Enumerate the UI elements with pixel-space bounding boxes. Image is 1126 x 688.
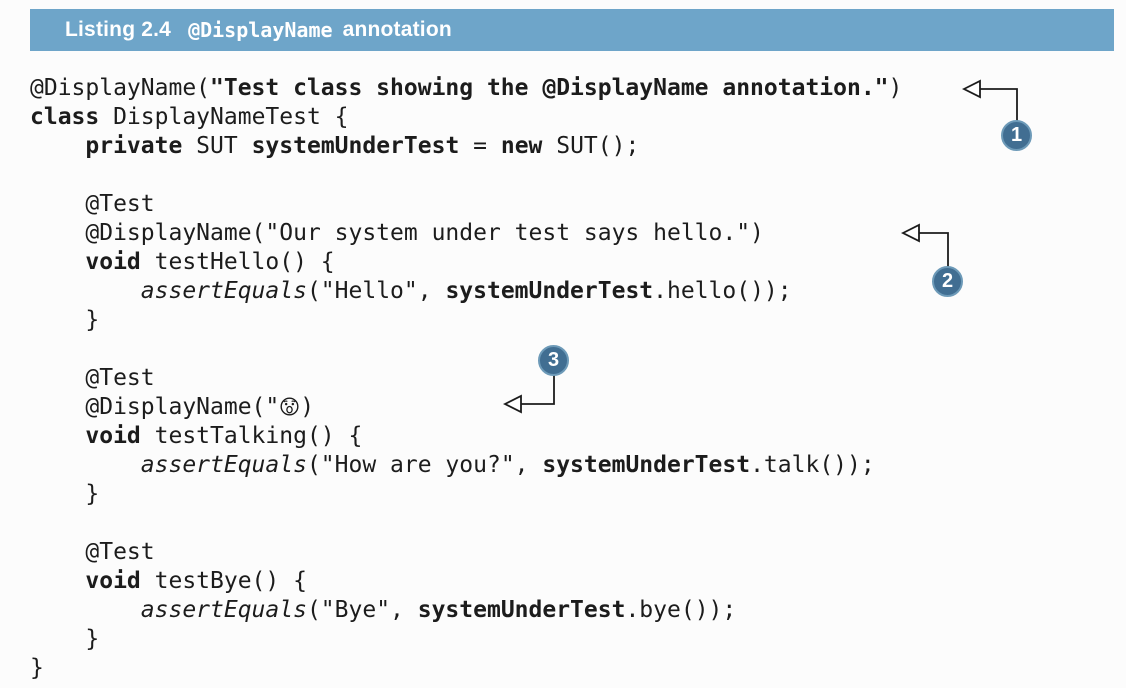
code-text: @Test [30, 191, 155, 217]
code-text: ) [888, 75, 903, 101]
code-text: = [459, 133, 501, 159]
code-line: } [30, 306, 902, 335]
code-text: ) [300, 394, 315, 420]
code-text: assertEquals [140, 278, 307, 304]
code-text: ("Hello", [306, 278, 446, 304]
code-text: } [30, 626, 100, 652]
code-text: @Test [30, 539, 155, 565]
code-line: @Test [30, 190, 902, 219]
code-text [30, 133, 85, 159]
code-text: assertEquals [140, 452, 307, 478]
code-line [30, 335, 902, 364]
code-text: DisplayNameTest { [99, 104, 349, 130]
code-text [30, 249, 85, 275]
code-line: @DisplayName("Test class showing the @Di… [30, 74, 902, 103]
callout-badge-3: 3 [538, 345, 569, 376]
code-text: SUT(); [542, 133, 640, 159]
code-text: assertEquals [140, 597, 307, 623]
code-line: @DisplayName(") [30, 393, 902, 422]
code-text: new [500, 133, 543, 159]
code-line: void testBye() { [30, 567, 902, 596]
screaming-face-emoji [279, 393, 300, 422]
code-text: systemUnderTest [417, 597, 626, 623]
code-text: void [85, 423, 141, 449]
callout-2-arrow [900, 223, 949, 267]
code-line [30, 161, 902, 190]
code-text: ("Bye", [306, 597, 418, 623]
listing-number-label: Listing 2.4 [65, 18, 172, 41]
code-line: void testTalking() { [30, 422, 902, 451]
code-text: testHello() { [140, 249, 335, 275]
code-text [30, 423, 85, 449]
listing-title-suffix: annotation [342, 18, 452, 41]
code-line: class DisplayNameTest { [30, 103, 902, 132]
code-text: systemUnderTest [542, 452, 751, 478]
code-text: } [30, 481, 100, 507]
code-text: systemUnderTest [445, 278, 654, 304]
listing-title-code-term: @DisplayName [188, 18, 333, 42]
code-text: .talk()); [750, 452, 875, 478]
code-line: @DisplayName("Our system under test says… [30, 219, 902, 248]
code-text: @DisplayName("Our system under test says… [30, 220, 764, 246]
code-line: assertEquals("How are you?", systemUnder… [30, 451, 902, 480]
code-text: private [85, 133, 183, 159]
code-text: class [30, 104, 100, 130]
code-line: assertEquals("Hello", systemUnderTest.he… [30, 277, 902, 306]
code-text: .hello()); [653, 278, 792, 304]
code-text: SUT [182, 133, 252, 159]
code-text: @DisplayName(" [30, 394, 280, 420]
code-text: void [85, 249, 141, 275]
code-text: "Test class showing the @DisplayName ann… [210, 75, 889, 101]
code-text: .bye()); [625, 597, 737, 623]
code-text: ("How are you?", [306, 452, 543, 478]
code-text: systemUnderTest [251, 133, 460, 159]
code-text: } [30, 307, 100, 333]
code-text: testTalking() { [140, 423, 363, 449]
code-line: } [30, 625, 902, 654]
code-line: @Test [30, 538, 902, 567]
callout-badge-2: 2 [932, 266, 963, 297]
code-text [30, 278, 141, 304]
callout-badge-1: 1 [1001, 120, 1032, 151]
callout-1-arrow [961, 79, 1018, 121]
code-text [30, 597, 141, 623]
code-text: void [85, 568, 141, 594]
code-line [30, 509, 902, 538]
code-line: private SUT systemUnderTest = new SUT(); [30, 132, 902, 161]
code-text: testBye() { [140, 568, 307, 594]
code-line: void testHello() { [30, 248, 902, 277]
code-line: } [30, 480, 902, 509]
listing-header-bar: Listing 2.4 @DisplayName annotation [30, 9, 1114, 51]
code-block: @DisplayName("Test class showing the @Di… [30, 74, 902, 683]
code-line: assertEquals("Bye", systemUnderTest.bye(… [30, 596, 902, 625]
code-text: @DisplayName( [30, 75, 211, 101]
code-text [30, 452, 141, 478]
code-line: } [30, 654, 902, 683]
code-line: @Test [30, 364, 902, 393]
code-text: } [30, 655, 44, 681]
code-text: @Test [30, 365, 155, 391]
code-text [30, 568, 85, 594]
